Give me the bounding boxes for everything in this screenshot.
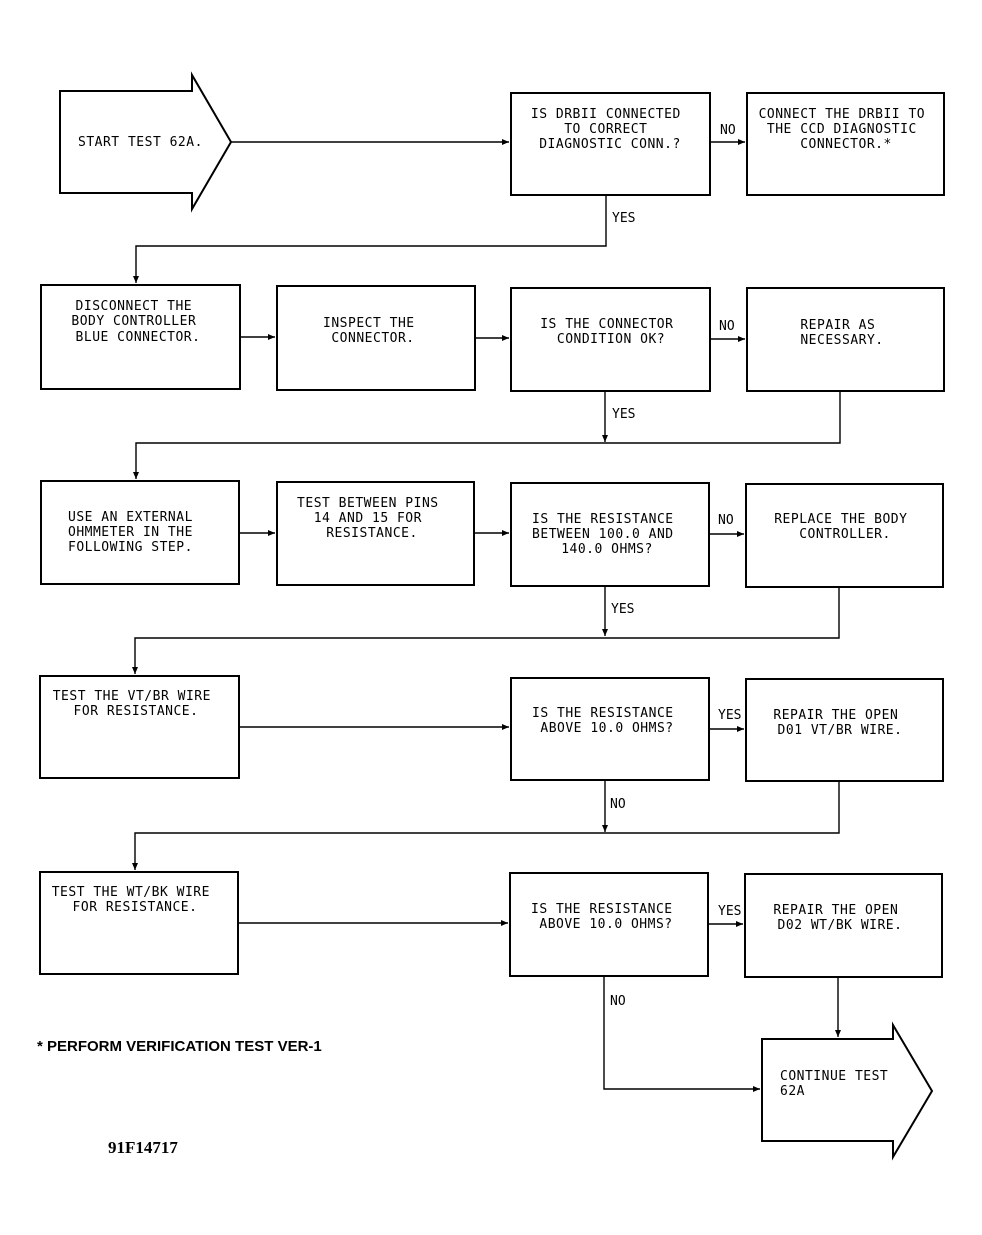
box-repair-as-necessary: REPAIR AS NECESSARY. (746, 287, 945, 392)
svg-text:REPAIR THE OPEN D02 WT/B: REPAIR THE OPEN D02 WT/BK WIRE. (773, 903, 906, 933)
box-test-pins: TEST BETWEEN PINS 14 AND 15 FOR RESISTAN… (276, 481, 475, 586)
svg-text:REPAIR THE OPEN D01 VT/B: REPAIR THE OPEN D01 VT/BR WIRE. (773, 708, 906, 738)
start-arrow: START TEST 62A. (59, 71, 233, 213)
figure-id: 91F14717 (108, 1138, 178, 1157)
box-connector-condition-question: IS THE CONNECTOR CONDITION OK? (510, 287, 711, 392)
svg-text:IS THE CONNECTOR CONDITI: IS THE CONNECTOR CONDITION OK? (540, 317, 682, 347)
box-above-10-question-1: IS THE RESISTANCE ABOVE 10.0 OHMS? (510, 677, 710, 781)
label-no: NO (718, 513, 734, 528)
svg-text:IS DRBII CONNECTED TO CO: IS DRBII CONNECTED TO CORRECT DIAGNOSTIC… (531, 107, 689, 152)
svg-text:TEST THE VT/BR WIRE FOR: TEST THE VT/BR WIRE FOR RESISTANCE. (53, 689, 220, 719)
svg-text:INSPECT THE CONNECTOR.: INSPECT THE CONNECTOR. (323, 316, 423, 346)
svg-text:REPAIR AS NECESSARY.: REPAIR AS NECESSARY. (800, 318, 883, 348)
svg-text:TEST THE WT/BK WIRE FOR: TEST THE WT/BK WIRE FOR RESISTANCE. (52, 885, 219, 915)
box-resistance-range-question: IS THE RESISTANCE BETWEEN 100.0 AND 140.… (510, 482, 710, 587)
svg-text:USE AN EXTERNAL OHMMETER: USE AN EXTERNAL OHMMETER IN THE FOLLOWIN… (68, 510, 201, 555)
svg-text:IS THE RESISTANCE BETWEE: IS THE RESISTANCE BETWEEN 100.0 AND 140.… (532, 512, 682, 557)
box-connect-drbii: CONNECT THE DRBII TO THE CCD DIAGNOSTIC … (746, 92, 945, 196)
label-no: NO (610, 994, 626, 1009)
start-label: START TEST 62A. (78, 135, 203, 150)
box-test-vtbr-wire: TEST THE VT/BR WIRE FOR RESISTANCE. (39, 675, 240, 779)
label-yes: YES (718, 708, 741, 723)
svg-text:CONNECT THE DRBII TO THE: CONNECT THE DRBII TO THE CCD DIAGNOSTIC … (759, 107, 934, 152)
box-inspect-connector: INSPECT THE CONNECTOR. (276, 285, 476, 391)
label-no: NO (610, 797, 626, 812)
label-yes: YES (611, 602, 634, 617)
label-yes: YES (612, 211, 635, 226)
box-drbii-connected-question: IS DRBII CONNECTED TO CORRECT DIAGNOSTIC… (510, 92, 711, 196)
svg-text:IS THE RESISTANCE ABOVE: IS THE RESISTANCE ABOVE 10.0 OHMS? (531, 902, 681, 932)
svg-text:REPLACE THE BODY CONTROL: REPLACE THE BODY CONTROLLER. (774, 512, 916, 542)
box-test-wtbk-wire: TEST THE WT/BK WIRE FOR RESISTANCE. (39, 871, 239, 975)
label-no: NO (719, 319, 735, 334)
continue-arrow: CONTINUE TEST 62A (761, 1021, 934, 1161)
box-replace-body-controller: REPLACE THE BODY CONTROLLER. (745, 483, 944, 588)
svg-text:DISCONNECT THE BODY CONT: DISCONNECT THE BODY CONTROLLER BLUE CONN… (71, 299, 204, 345)
svg-text:IS THE RESISTANCE ABOVE: IS THE RESISTANCE ABOVE 10.0 OHMS? (532, 706, 682, 736)
box-above-10-question-2: IS THE RESISTANCE ABOVE 10.0 OHMS? (509, 872, 709, 977)
svg-text:TEST BETWEEN PINS 14 AND: TEST BETWEEN PINS 14 AND 15 FOR RESISTAN… (297, 496, 447, 541)
label-yes: YES (612, 407, 635, 422)
footnote: * PERFORM VERIFICATION TEST VER-1 (37, 1038, 322, 1055)
svg-text:CONTINUE TEST 62A: CONTINUE TEST 62A (780, 1069, 897, 1099)
label-no: NO (720, 123, 736, 138)
box-repair-d02: REPAIR THE OPEN D02 WT/BK WIRE. (744, 873, 943, 978)
connectors (132, 139, 841, 1092)
label-yes: YES (718, 904, 741, 919)
box-repair-d01: REPAIR THE OPEN D01 VT/BR WIRE. (745, 678, 944, 782)
box-use-ohmmeter: USE AN EXTERNAL OHMMETER IN THE FOLLOWIN… (40, 480, 240, 585)
box-disconnect-body-controller: DISCONNECT THE BODY CONTROLLER BLUE CONN… (40, 284, 241, 390)
